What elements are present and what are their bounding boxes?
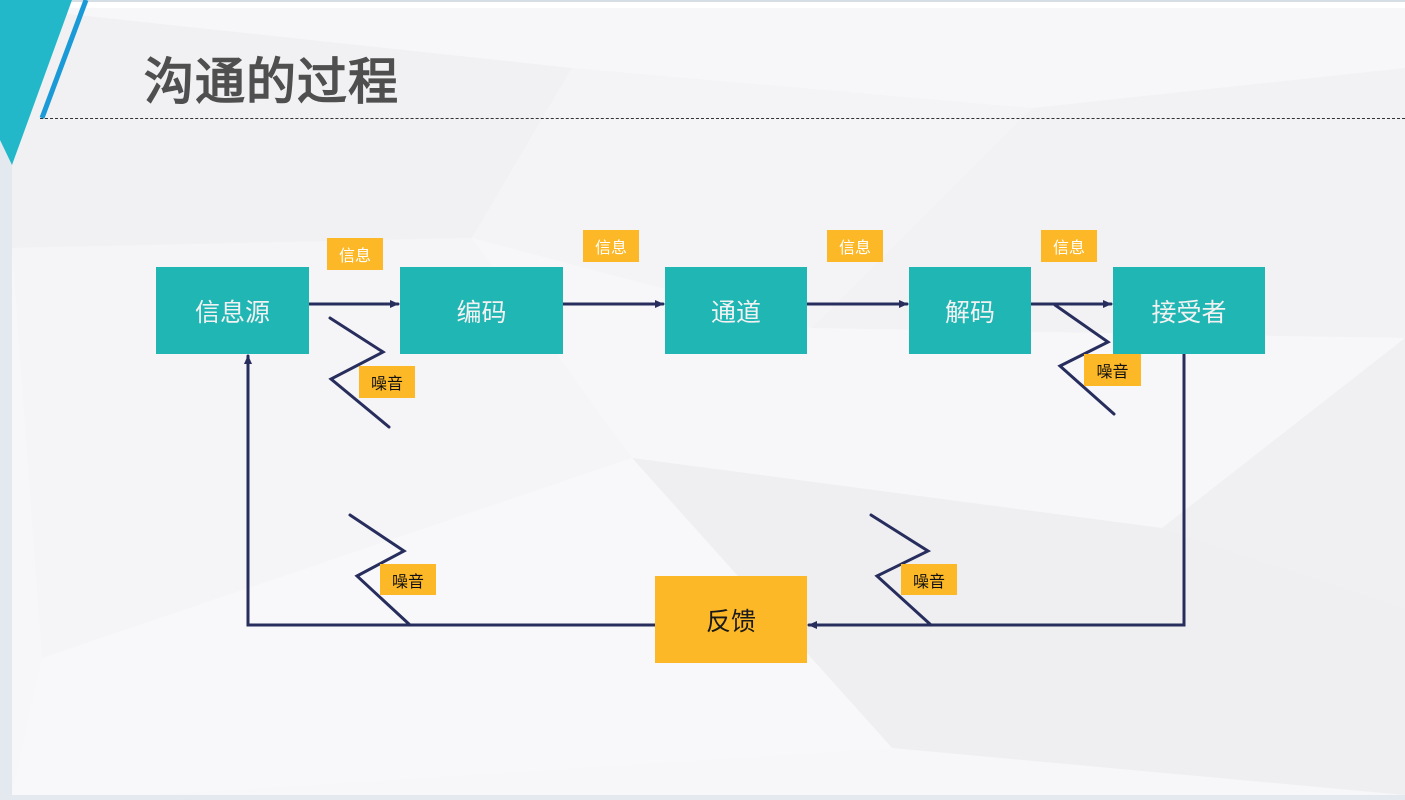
noise-zigzag-3	[348, 513, 412, 627]
node-label: 解码	[944, 297, 995, 327]
node-feedback[interactable]: 反馈	[655, 576, 807, 663]
corner-decoration	[0, 0, 89, 165]
node-label: 反馈	[705, 606, 756, 636]
arrow-receiver-feedback	[807, 352, 1186, 629]
noise-tag: 噪音	[901, 564, 957, 595]
title-divider	[40, 118, 1405, 119]
info-tag: 信息	[1041, 230, 1097, 262]
info-tag: 信息	[827, 230, 883, 262]
window-top-border	[0, 0, 1405, 8]
node-label: 编码	[456, 297, 507, 327]
node-label: 接受者	[1151, 297, 1227, 327]
node-label: 信息源	[194, 297, 270, 327]
node-encode[interactable]: 编码	[400, 267, 563, 354]
node-source[interactable]: 信息源	[156, 267, 309, 354]
node-decode[interactable]: 解码	[909, 267, 1031, 354]
info-tag: 信息	[583, 230, 639, 262]
noise-tag: 噪音	[380, 564, 436, 595]
noise-zigzag-1	[328, 316, 391, 429]
node-label: 通道	[710, 297, 761, 327]
slide	[12, 8, 1405, 795]
node-channel[interactable]: 通道	[665, 267, 807, 354]
noise-zigzag-4	[869, 513, 933, 627]
noise-tag: 噪音	[1084, 354, 1141, 386]
page-title: 沟通的过程	[144, 53, 399, 111]
arrow-feedback-source	[244, 354, 657, 627]
node-receiver[interactable]: 接受者	[1113, 267, 1265, 354]
info-tag: 信息	[327, 238, 383, 270]
noise-tag: 噪音	[359, 366, 415, 398]
